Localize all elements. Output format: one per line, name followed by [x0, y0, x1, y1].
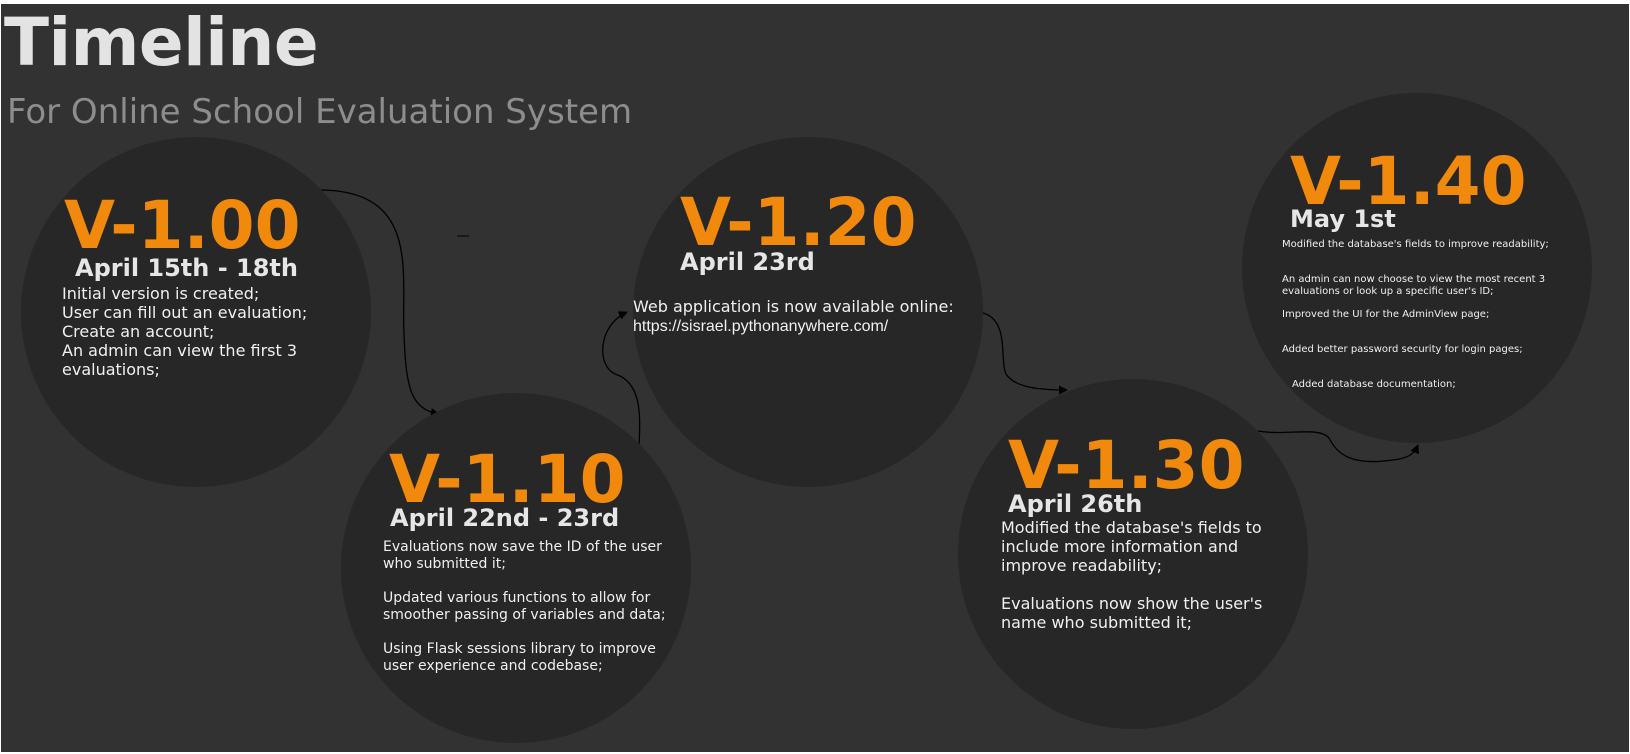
release-notes-2: Evaluations now save the ID of the user … — [383, 539, 683, 675]
release-circle-1 — [21, 137, 371, 487]
release-note: Improved the UI for the AdminView page; — [1282, 309, 1490, 320]
release-url: https://sisrael.pythonanywhere.com/ — [633, 318, 889, 335]
timeline-connectors — [318, 189, 1419, 463]
release-note: Evaluations now show the user's name who… — [1001, 594, 1263, 632]
release-notes-4: Modified the database's fields to includ… — [1001, 518, 1271, 632]
connector-arrow-4-to-5 — [1257, 430, 1419, 463]
release-version-4: V-1.30 — [1008, 427, 1245, 504]
release-date-5: May 1st — [1290, 205, 1396, 233]
release-version-1: V-1.00 — [64, 187, 301, 264]
release-date-4: April 26th — [1008, 490, 1143, 518]
release-date-2: April 22nd - 23rd — [390, 504, 620, 532]
release-circle-4 — [958, 379, 1308, 729]
release-notes-1: Initial version is created; User can fil… — [62, 284, 332, 379]
release-note: Initial version is created; — [62, 284, 260, 303]
release-circle-5 — [1242, 93, 1592, 443]
release-note: Modified the database's fields to includ… — [1001, 518, 1262, 575]
release-circle-3 — [633, 137, 983, 487]
release-date-3: April 23rd — [680, 248, 815, 276]
release-note: Evaluations now save the ID of the user … — [383, 539, 662, 572]
release-note: Modified the database's fields to improv… — [1282, 239, 1549, 250]
release-notes-5: Modified the database's fields to improv… — [1282, 239, 1567, 391]
release-note: Added better password security for login… — [1282, 344, 1523, 355]
release-version-3: V-1.20 — [680, 184, 917, 261]
release-note: Web application is now available online: — [633, 297, 954, 316]
release-note: An admin can view the first 3 evaluation… — [62, 341, 298, 379]
release-note: An admin can now choose to view the most… — [1282, 274, 1546, 297]
connector-arrow-1-to-2 — [318, 189, 440, 418]
release-circle-2 — [341, 393, 691, 743]
release-note: Added database documentation; — [1292, 379, 1456, 390]
release-version-2: V-1.10 — [389, 441, 626, 518]
page-title: Timeline — [4, 4, 319, 81]
release-note: Create an account; — [62, 322, 215, 341]
release-note: Updated various functions to allow for s… — [383, 590, 666, 623]
connector-arrow-3-to-4 — [977, 311, 1068, 395]
release-note: Using Flask sessions library to improve … — [383, 641, 656, 674]
timeline-canvas: Timeline For Online School Evaluation Sy… — [1, 4, 1629, 752]
connector-arrow-2-to-3 — [602, 311, 641, 446]
release-notes-3: Web application is now available online:… — [633, 297, 978, 337]
release-note: User can fill out an evaluation; — [62, 303, 308, 322]
release-date-1: April 15th - 18th — [75, 254, 298, 282]
release-version-5: V-1.40 — [1290, 143, 1527, 220]
page-subtitle: For Online School Evaluation System — [7, 92, 633, 132]
